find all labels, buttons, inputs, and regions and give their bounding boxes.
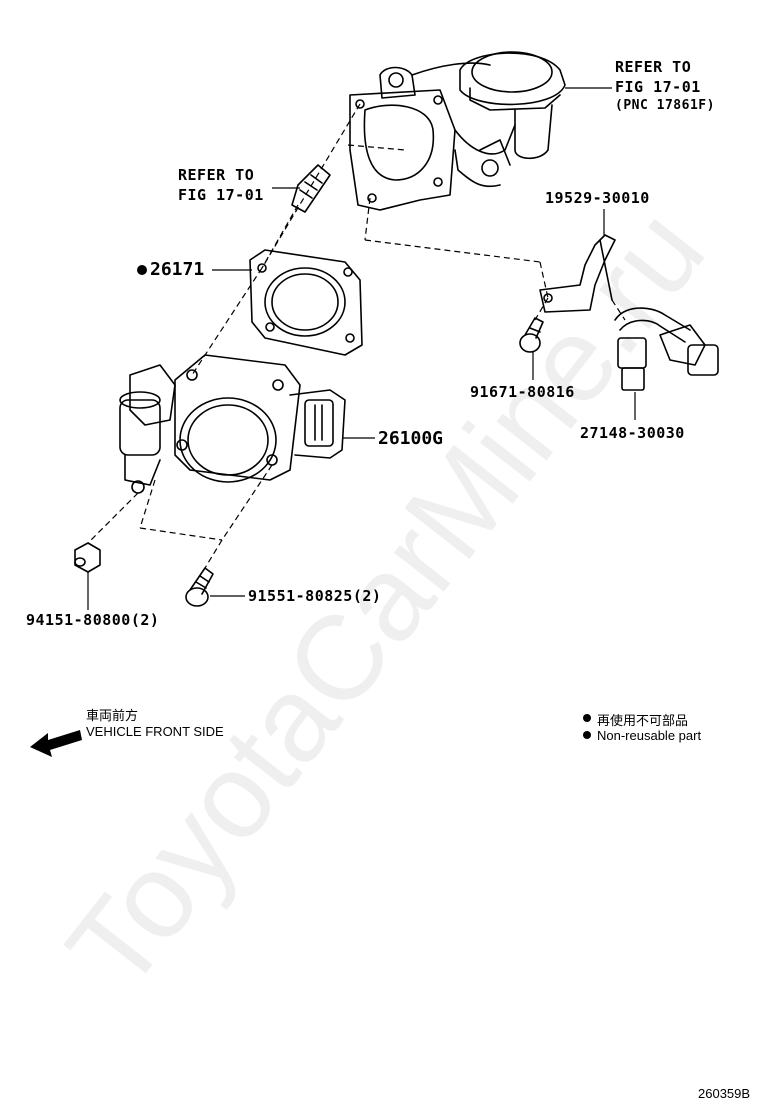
ref-left-line2: FIG 17-01 xyxy=(178,186,264,204)
nonreusable-label-jp: 再使用不可部品 xyxy=(597,713,689,728)
part-label-bracket: 19529-30010 xyxy=(545,189,650,207)
bullet-icon xyxy=(583,714,591,722)
bolt-drawing xyxy=(185,567,214,607)
ref-top-line1: REFER TO xyxy=(615,58,692,76)
sensor-drawing xyxy=(614,307,719,391)
gasket-drawing xyxy=(249,249,363,356)
part-label-bolt: 91551-80825(2) xyxy=(248,587,382,605)
intake-chamber-drawing xyxy=(349,51,566,211)
part-label-nut: 94151-80800(2) xyxy=(26,611,160,629)
bracket-bolt-drawing xyxy=(519,317,544,353)
throttle-body-drawing xyxy=(119,354,346,494)
bracket-drawing xyxy=(539,234,616,313)
part-label-throttle-body: 26100G xyxy=(378,428,444,449)
ref-left-line1: REFER TO xyxy=(178,166,255,184)
part-label-bracket-bolt: 91671-80816 xyxy=(470,383,575,401)
leader-lines xyxy=(87,87,636,610)
alignment-lines xyxy=(87,103,626,569)
figure-code: 260359B xyxy=(698,1086,751,1101)
ref-top-line2: FIG 17-01 xyxy=(615,78,701,96)
bullet-icon xyxy=(583,731,591,739)
nut-drawing xyxy=(74,542,101,573)
part-label-sensor: 27148-30030 xyxy=(580,424,685,442)
nonreusable-bullet-icon xyxy=(137,265,147,275)
front-side-label-en: VEHICLE FRONT SIDE xyxy=(86,724,224,739)
nonreusable-label-en: Non-reusable part xyxy=(597,728,702,743)
ref-top-line3: (PNC 17861F) xyxy=(615,98,715,113)
front-side-label-jp: 車両前方 xyxy=(86,708,139,723)
part-label-gasket: 26171 xyxy=(150,259,205,280)
front-arrow-icon xyxy=(30,730,82,757)
